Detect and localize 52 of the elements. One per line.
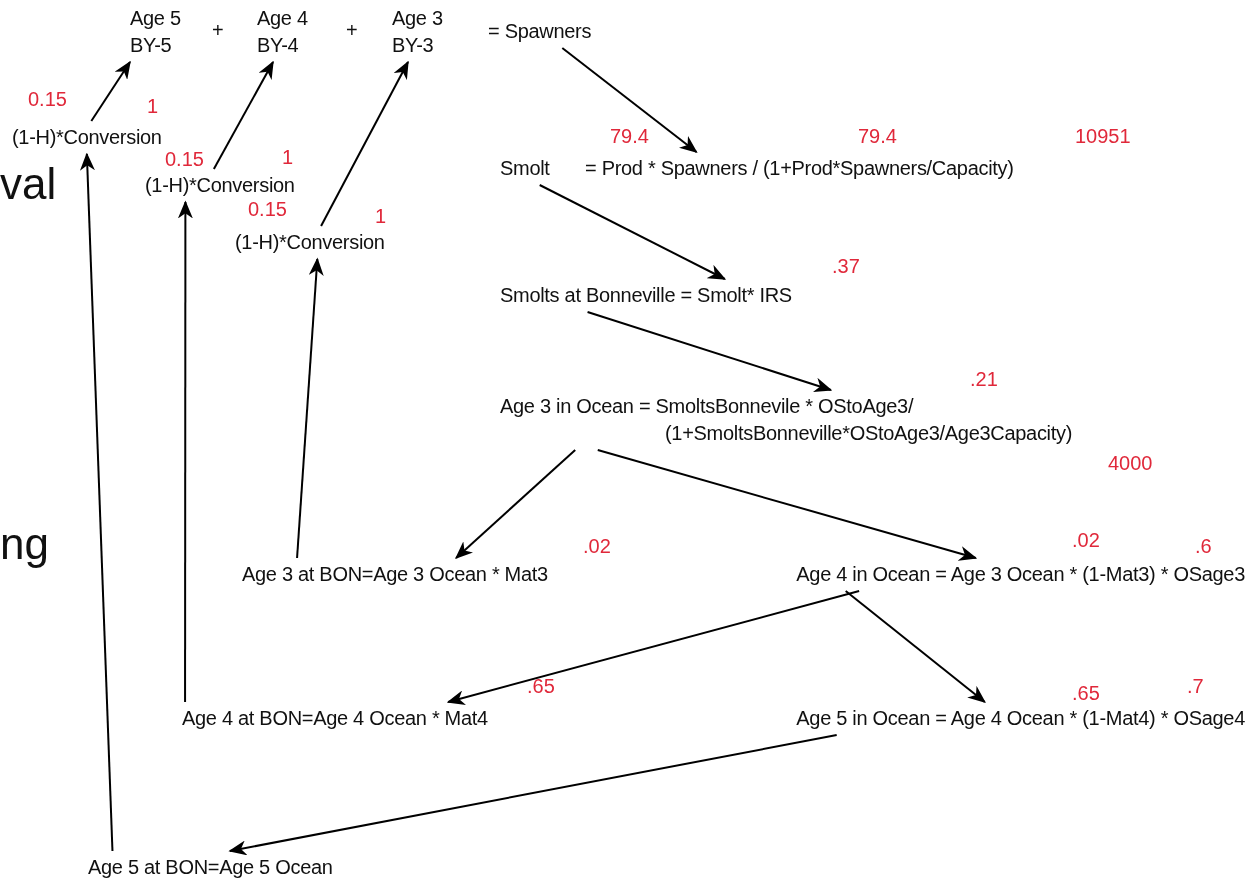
age-class-label: Age 5 BY-5	[130, 5, 194, 59]
conversion-formula: (1-H)*Conversion	[12, 124, 162, 151]
arrow	[177, 200, 193, 703]
equation-text: Age 5 in Ocean = Age 4 Ocean * (1-Mat4) * OSage4	[796, 705, 1245, 732]
conversion-formula: (1-H)*Conversion	[235, 229, 385, 256]
parameter-value: 0.15	[165, 147, 204, 171]
arrow	[320, 60, 409, 227]
equation-text: Age 4 at BON=Age 4 Ocean * Mat4	[182, 705, 488, 732]
parameter-value: 79.4	[610, 124, 649, 148]
arrow	[446, 590, 861, 705]
arrow	[228, 734, 838, 856]
arrow	[79, 152, 114, 852]
spawners-label: = Spawners	[488, 18, 592, 45]
parameter-value: 1	[375, 204, 387, 228]
parameter-value: .7	[1187, 674, 1204, 698]
plus-sign: +	[212, 18, 224, 42]
equation-text: Age 4 in Ocean = Age 3 Ocean * (1-Mat3) * OSage3	[796, 561, 1245, 588]
parameter-value: 4000	[1108, 451, 1153, 475]
equation-text: Age 5 at BON=Age 5 Ocean	[88, 854, 333, 881]
parameter-value: 79.4	[858, 124, 897, 148]
equation-text: = Prod * Spawners / (1+Prod*Spawners/Capacity)	[585, 155, 1014, 182]
parameter-value: .21	[970, 367, 998, 391]
arrow	[455, 449, 577, 559]
arrow	[296, 257, 324, 559]
partial-heading-text: val	[0, 160, 57, 208]
parameter-value: 0.15	[28, 87, 67, 111]
arrow	[561, 47, 698, 153]
parameter-value: .65	[1072, 681, 1100, 705]
age-class-label: Age 4 BY-4	[257, 5, 321, 59]
parameter-value: 1	[147, 94, 159, 118]
equation-text: Age 3 in Ocean = SmoltsBonnevile * OStoAge3/ (1+SmoltsBonneville*OStoAge3/Age3Capacity)	[500, 393, 1252, 447]
parameter-value: 0.15	[248, 197, 287, 221]
equation-text: Age 3 at BON=Age 3 Ocean * Mat3	[242, 561, 548, 588]
parameter-value: .6	[1195, 534, 1212, 558]
plus-sign: +	[346, 18, 358, 42]
parameter-value: .37	[832, 254, 860, 278]
arrow	[538, 184, 727, 280]
age-class-label: Age 3 BY-3	[392, 5, 456, 59]
partial-heading-text: ng	[0, 520, 49, 568]
equation-text: Smolt	[500, 155, 550, 182]
arrow	[844, 590, 986, 703]
equation-text: Smolts at Bonneville = Smolt* IRS	[500, 282, 792, 309]
arrow	[596, 449, 978, 561]
conversion-formula: (1-H)*Conversion	[145, 172, 295, 199]
parameter-value: .02	[1072, 528, 1100, 552]
arrow	[212, 60, 274, 170]
parameter-value: 10951	[1075, 124, 1131, 148]
parameter-value: .02	[583, 534, 611, 558]
parameter-value: .65	[527, 674, 555, 698]
arrow	[90, 60, 131, 122]
arrow	[586, 311, 833, 393]
parameter-value: 1	[282, 145, 294, 169]
